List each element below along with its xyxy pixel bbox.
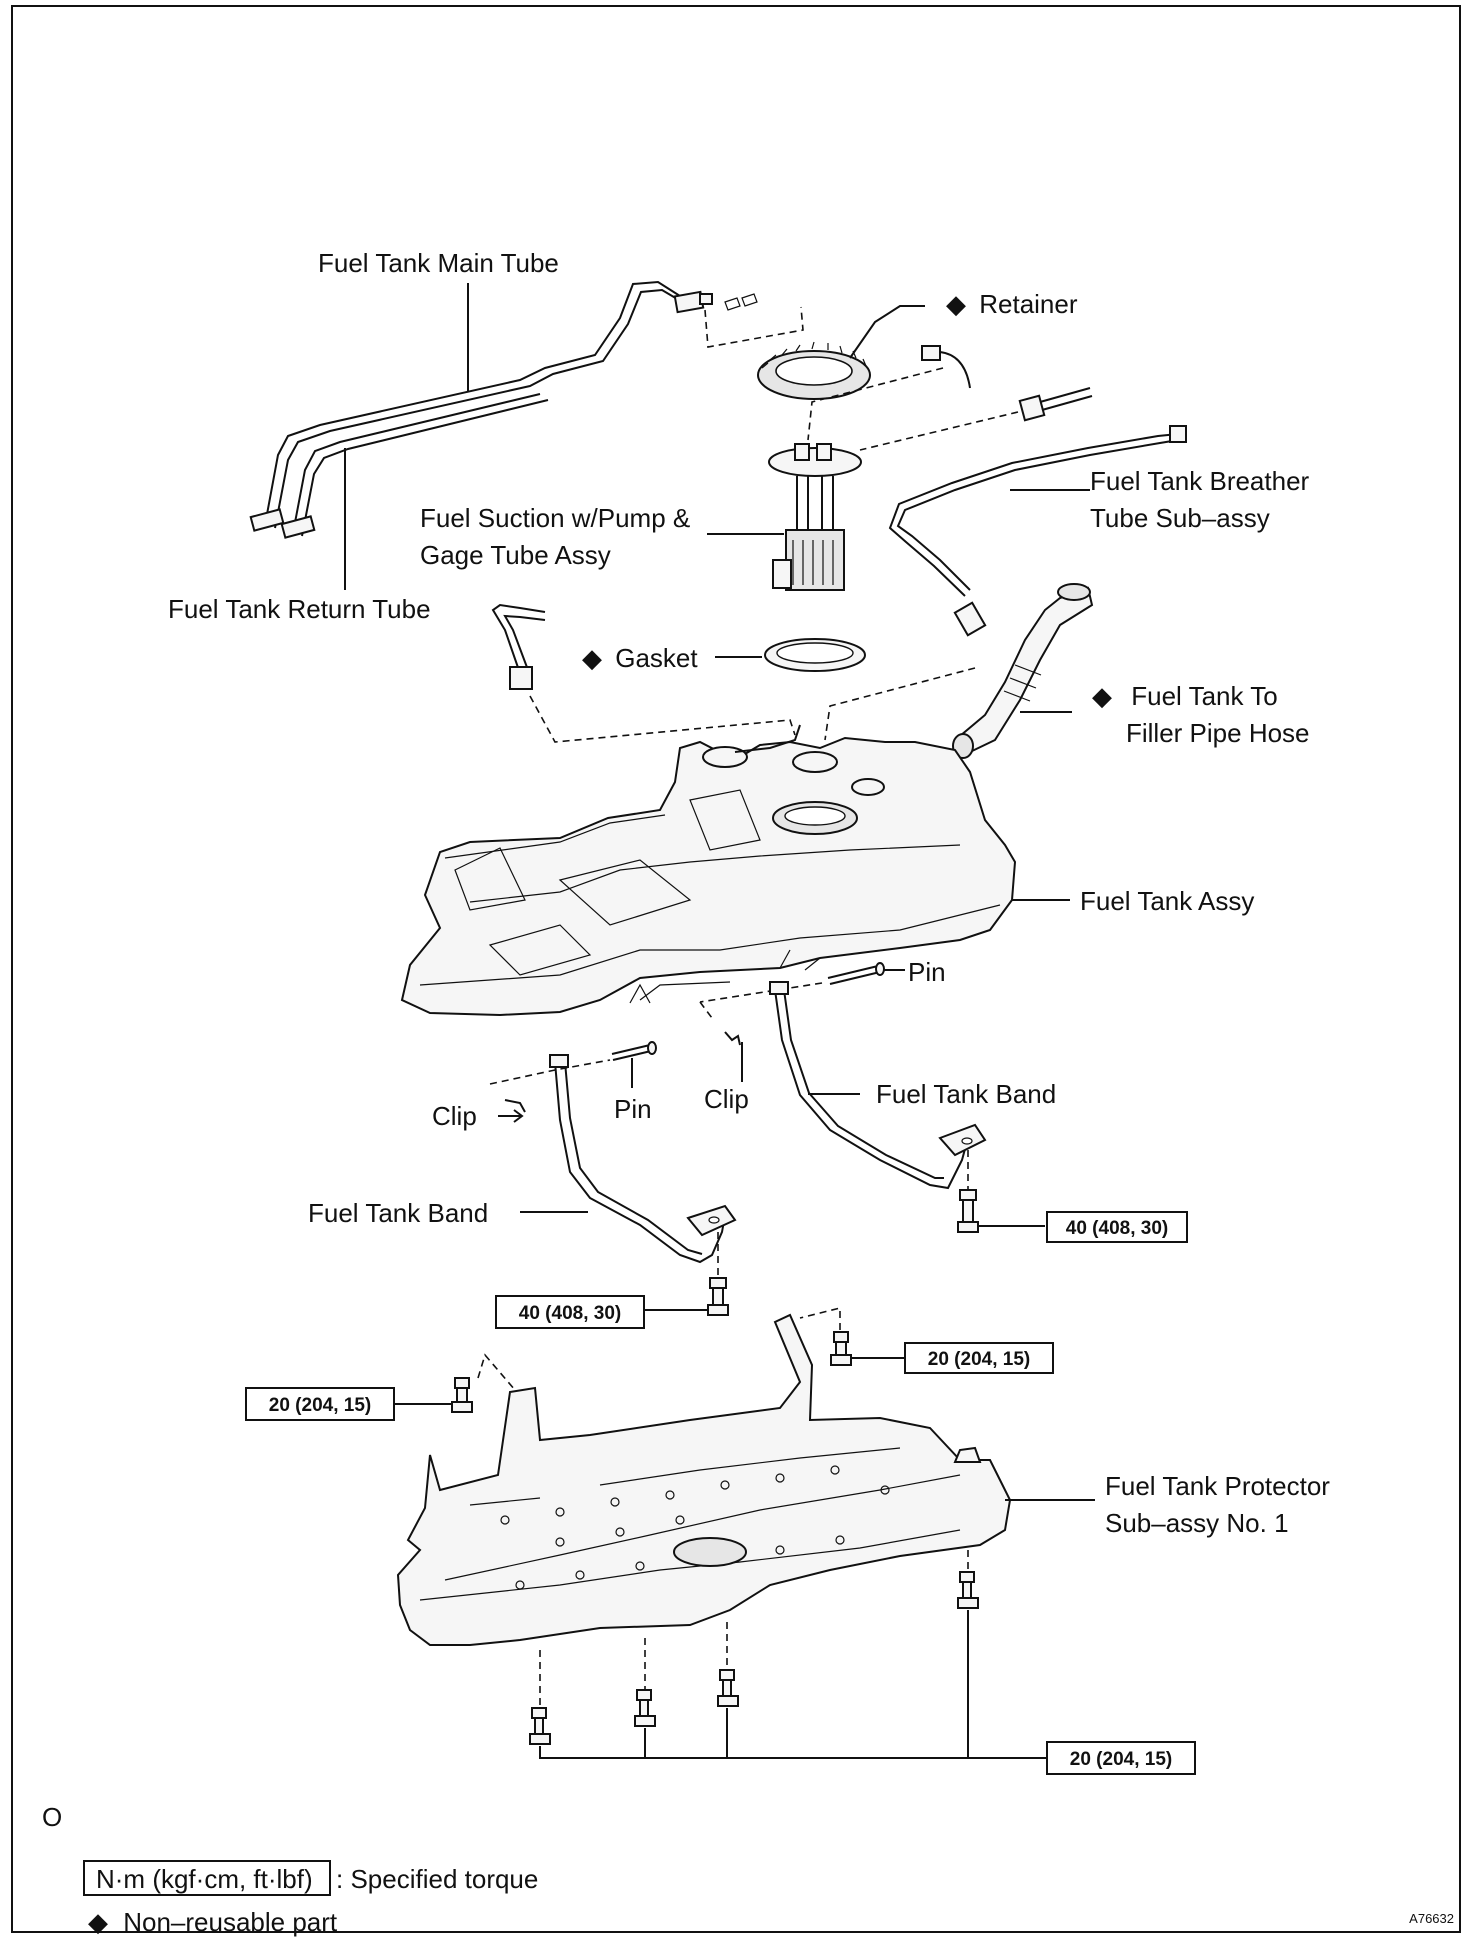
svg-text:20 (204, 15): 20 (204, 15) xyxy=(928,1349,1030,1370)
label-protector-line-2: Sub–assy No. 1 xyxy=(1105,1508,1289,1538)
fuel-tank-band-right-drawing xyxy=(769,981,987,1190)
legend-torque: N·m (kgf·cm, ft·lbf) : Specified torque xyxy=(83,1860,538,1896)
torque-box-protector-left: 20 (204, 15) xyxy=(245,1387,395,1421)
svg-text:40 (408, 30): 40 (408, 30) xyxy=(1066,1218,1168,1239)
legend-torque-unit: N·m (kgf·cm, ft·lbf) xyxy=(96,1864,313,1894)
torque-box-protector-bottom: 20 (204, 15) xyxy=(1046,1741,1196,1775)
label-fuel-tank-assy: Fuel Tank Assy xyxy=(1080,886,1254,916)
svg-text:20 (204, 15): 20 (204, 15) xyxy=(1070,1749,1172,1770)
stray-mark: O xyxy=(42,1802,62,1832)
protector-bolt-left-drawing xyxy=(451,1377,473,1413)
torque-box-band-right: 40 (408, 30) xyxy=(1046,1211,1188,1243)
breather-bolt-drawing xyxy=(1018,387,1093,422)
label-fuel-tank-return-tube: Fuel Tank Return Tube xyxy=(168,594,431,624)
protector-bolt-right-drawing xyxy=(830,1331,852,1366)
label-protector-line-1: Fuel Tank Protector xyxy=(1105,1471,1330,1501)
label-clip-left: Clip xyxy=(432,1101,477,1131)
fuel-tank-band-left-drawing xyxy=(549,1054,737,1264)
clip-left-drawing xyxy=(504,1099,526,1113)
non-reusable-diamond-icon: ◆ xyxy=(946,289,966,319)
band-left-bolt-drawing xyxy=(707,1277,729,1316)
label-retainer: ◆ Retainer xyxy=(946,289,1078,319)
label-filler-hose-line-1: ◆ Fuel Tank To xyxy=(1092,681,1278,711)
non-reusable-diamond-icon: ◆ xyxy=(1092,681,1112,711)
label-filler-hose-line-2: Filler Pipe Hose xyxy=(1126,718,1310,748)
fuel-tank-protector-drawing xyxy=(396,1313,1012,1646)
fuel-tank-main-tube-drawing xyxy=(249,280,758,539)
fuel-tank-assy-drawing xyxy=(400,724,1017,1017)
label-suction-line-2: Gage Tube Assy xyxy=(420,540,611,570)
fuel-tank-breather-tube-drawing xyxy=(888,425,1187,637)
torque-box-protector-right: 20 (204, 15) xyxy=(904,1342,1054,1374)
protector-bottom-bolts-drawing xyxy=(529,1550,979,1745)
filler-pipe-hose-drawing xyxy=(952,583,1094,759)
clip-mid-drawing xyxy=(724,1031,741,1046)
label-breather-line-1: Fuel Tank Breather xyxy=(1090,466,1310,496)
label-breather-line-2: Tube Sub–assy xyxy=(1090,503,1270,533)
gasket-drawing xyxy=(764,638,866,672)
pump-connector-drawing xyxy=(921,345,971,389)
label-fuel-tank-band-right: Fuel Tank Band xyxy=(876,1079,1056,1109)
label-clip-mid: Clip xyxy=(704,1084,749,1114)
svg-text:40 (408, 30): 40 (408, 30) xyxy=(519,1303,621,1324)
legend-torque-text: : Specified torque xyxy=(336,1864,538,1894)
fuel-suction-pump-drawing xyxy=(768,443,862,591)
retainer-drawing xyxy=(757,341,871,400)
torque-box-band-left: 40 (408, 30) xyxy=(495,1295,645,1329)
figure-frame xyxy=(11,5,1461,1933)
svg-text:20 (204, 15): 20 (204, 15) xyxy=(269,1395,371,1416)
label-fuel-tank-main-tube: Fuel Tank Main Tube xyxy=(318,248,559,278)
label-gasket: ◆ Gasket xyxy=(582,643,698,673)
label-fuel-tank-band-left: Fuel Tank Band xyxy=(308,1198,488,1228)
label-pin-left: Pin xyxy=(614,1094,652,1124)
band-right-bolt-drawing xyxy=(957,1189,979,1233)
non-reusable-diamond-icon: ◆ xyxy=(582,643,602,673)
legend-non-reusable: ◆ Non–reusable part xyxy=(88,1907,338,1937)
label-pin-right: Pin xyxy=(908,957,946,987)
figure-code: A76632 xyxy=(1409,1911,1454,1926)
return-hose-drawing xyxy=(491,603,546,690)
pin-left-drawing xyxy=(611,1041,657,1061)
non-reusable-diamond-icon: ◆ xyxy=(88,1907,108,1937)
pin-right-drawing xyxy=(827,962,885,985)
label-suction-line-1: Fuel Suction w/Pump & xyxy=(420,503,690,533)
